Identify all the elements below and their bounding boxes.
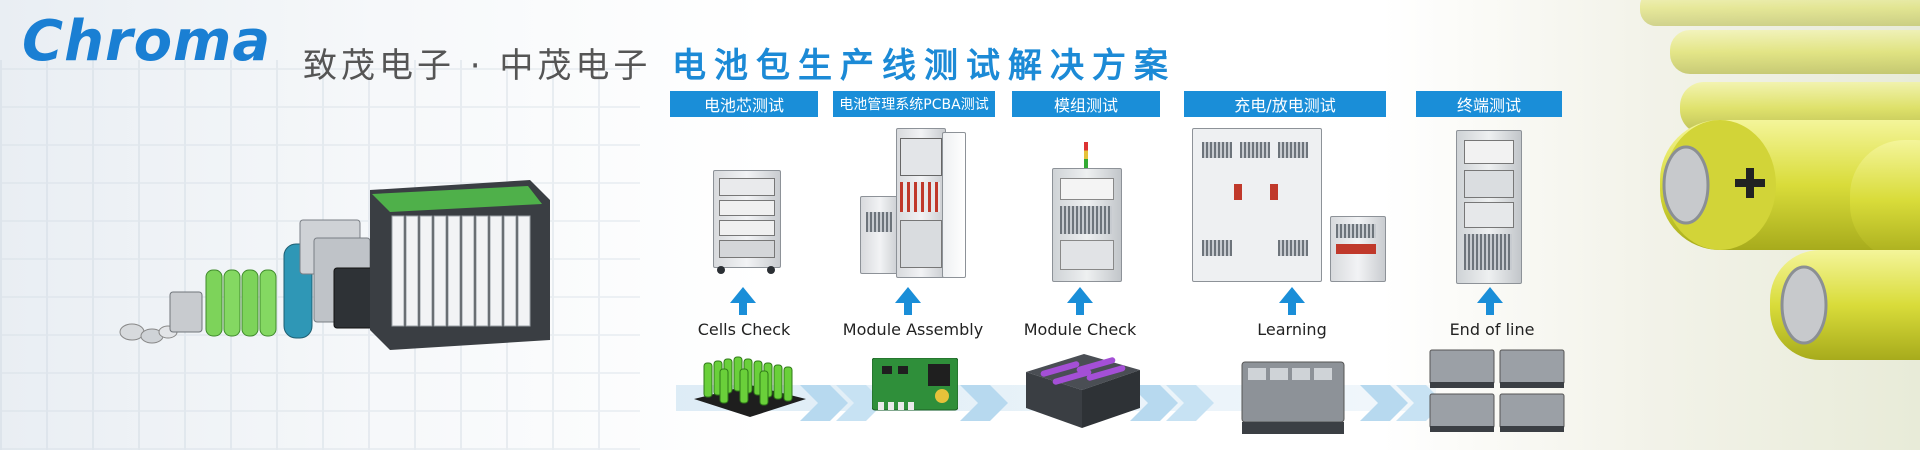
page-headline: 电池包生产线测试解决方案 <box>672 46 1176 86</box>
battery-module-image <box>1026 354 1140 428</box>
category-charge-discharge-test[interactable]: 充电/放电测试 <box>1184 91 1386 117</box>
battery-products-illustration <box>119 180 550 350</box>
cells-check-machine <box>713 170 781 274</box>
battery-pack-image <box>1241 361 1345 434</box>
stage-label-learning: Learning <box>1257 320 1327 339</box>
chroma-logo[interactable]: Chroma <box>22 9 272 74</box>
company-name: 致茂电子 · 中茂电子 <box>303 46 652 86</box>
yellow-batteries-decoration <box>1640 0 1920 360</box>
eol-machine <box>1456 130 1522 284</box>
stage-label-cells-check: Cells Check <box>697 320 791 339</box>
arrow-up-icon <box>1477 287 1503 315</box>
battery-packs-stack-image <box>1429 349 1565 432</box>
arrow-up-icon <box>730 287 756 315</box>
plus-icon <box>1735 168 1765 198</box>
category-eol-test[interactable]: 终端测试 <box>1416 91 1562 117</box>
module-check-machine <box>1050 142 1122 282</box>
bms-pcb-image <box>872 358 958 411</box>
arrow-up-icon <box>895 287 921 315</box>
charge-discharge-machine <box>1192 128 1392 282</box>
chevron-right-icon <box>800 385 848 421</box>
category-cell-test[interactable]: 电池芯测试 <box>670 91 818 117</box>
chevron-right-icon <box>1166 385 1214 421</box>
cell-tray-image <box>694 356 806 417</box>
category-module-test[interactable]: 模组测试 <box>1012 91 1160 117</box>
chevron-right-icon <box>1360 385 1408 421</box>
chevron-right-icon <box>960 385 1008 421</box>
stage-label-module-check: Module Check <box>1023 320 1137 339</box>
arrow-up-icon <box>1067 287 1093 315</box>
chevron-right-icon <box>1130 385 1178 421</box>
arrow-up-icon <box>1279 287 1305 315</box>
category-bms-pcba-test[interactable]: 电池管理系统PCBA测试 <box>833 91 995 117</box>
bms-pcba-machine <box>860 128 966 278</box>
stage-label-end-of-line: End of line <box>1449 320 1535 339</box>
stage-label-module-assembly: Module Assembly <box>842 320 984 339</box>
